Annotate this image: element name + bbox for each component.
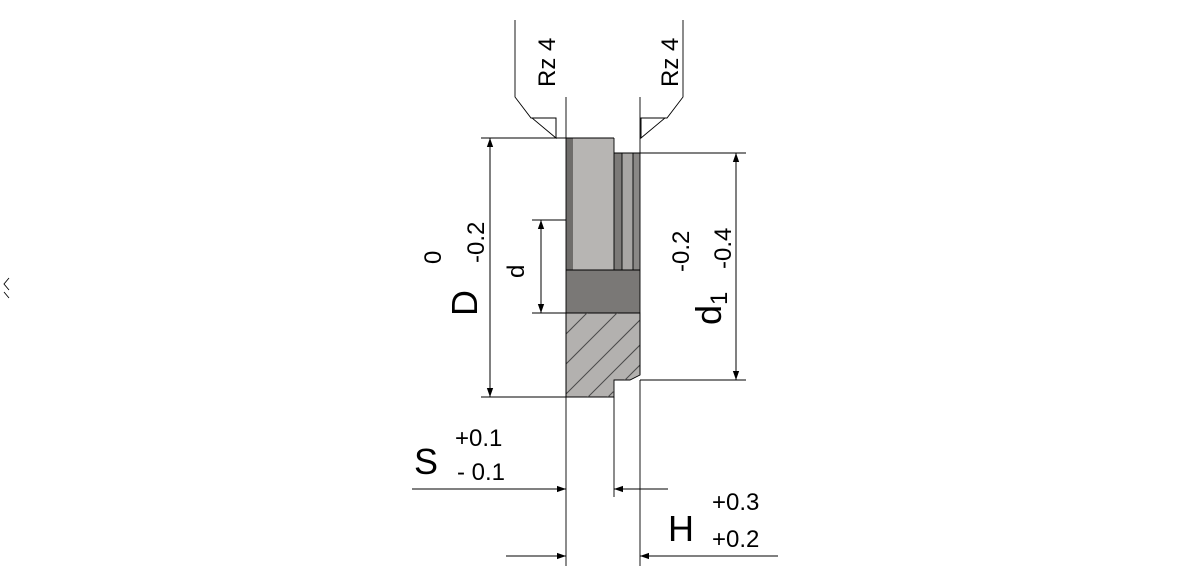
surface-finish-right-label: Rz 4 — [657, 38, 684, 87]
dimension-d: d — [503, 219, 566, 314]
dimension-S: S +0.1 - 0.1 — [412, 397, 668, 566]
surface-finish-left-label: Rz 4 — [534, 38, 561, 87]
dimension-d1-letter: d — [688, 305, 729, 325]
dimension-H-lower-tol: +0.2 — [712, 526, 759, 553]
surface-finish-right: Rz 4 — [639, 20, 684, 153]
dimension-H-upper-tol: +0.3 — [712, 489, 759, 516]
dimension-S-lower-tol: - 0.1 — [457, 459, 505, 486]
dimension-D-upper-tol: 0 — [420, 251, 447, 264]
body-step-shadow — [614, 153, 622, 270]
bore-band — [566, 270, 640, 313]
dimension-D-label: D — [444, 290, 485, 316]
dimension-H: H +0.3 +0.2 — [506, 380, 778, 566]
dimension-d1-lower-tol: -0.4 — [710, 228, 737, 269]
dimension-H-label: H — [668, 508, 694, 549]
edge-mark — [3, 277, 10, 299]
section-area — [565, 312, 641, 398]
surface-finish-left: Rz 4 — [514, 20, 567, 139]
dimension-S-label: S — [414, 441, 438, 482]
dimension-D: D 0 -0.2 — [420, 137, 566, 398]
dimension-d1-label: d1 — [688, 292, 733, 325]
body-left-edge-shadow — [566, 138, 573, 270]
dimension-d1-subscript: 1 — [706, 292, 733, 305]
part-body — [565, 137, 641, 398]
body-right-edge-shadow — [633, 153, 640, 270]
body-upper-left — [566, 138, 614, 270]
dimension-d1: d1 -0.2 -0.4 — [640, 152, 746, 381]
dimension-d-label: d — [503, 265, 530, 278]
dimension-d1-upper-tol: -0.2 — [668, 231, 695, 272]
dimension-D-lower-tol: -0.2 — [463, 222, 490, 263]
dimension-S-upper-tol: +0.1 — [455, 425, 502, 452]
